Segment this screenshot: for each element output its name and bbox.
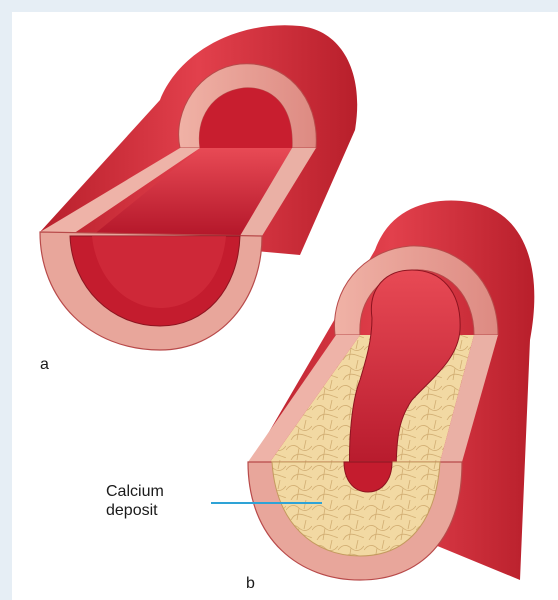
calcified-artery	[248, 201, 534, 580]
calcium-deposit-label: Calcium deposit	[106, 482, 206, 520]
calcium-deposit-label-line1: Calcium	[106, 482, 206, 501]
calcium-deposit-label-line2: deposit	[106, 501, 206, 520]
figure-label-b: b	[246, 574, 255, 593]
healthy-artery	[40, 25, 357, 350]
figure-label-a: a	[40, 355, 49, 374]
